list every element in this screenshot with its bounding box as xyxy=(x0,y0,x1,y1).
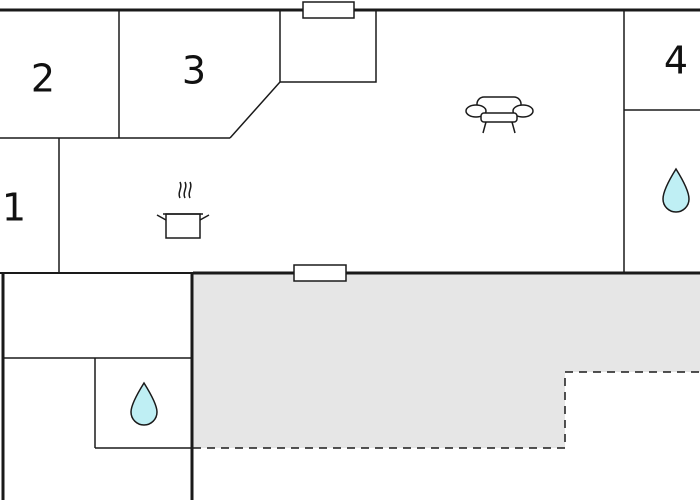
room-label-4: 4 xyxy=(664,39,688,83)
room-label-1: 1 xyxy=(2,186,26,230)
room-label-3: 3 xyxy=(182,49,206,93)
terrace-notch-fill xyxy=(565,372,700,450)
cooking-pot-icon xyxy=(156,181,210,239)
water-drop-icon xyxy=(662,167,690,213)
window-middle xyxy=(293,264,347,282)
terrace-area xyxy=(193,273,700,450)
terrace-dashed-outline xyxy=(193,371,700,449)
room-label-2: 2 xyxy=(31,57,55,101)
window-top xyxy=(302,1,355,19)
interior-walls xyxy=(0,10,700,449)
water-drop-icon xyxy=(130,381,158,426)
sofa-icon xyxy=(465,96,534,134)
